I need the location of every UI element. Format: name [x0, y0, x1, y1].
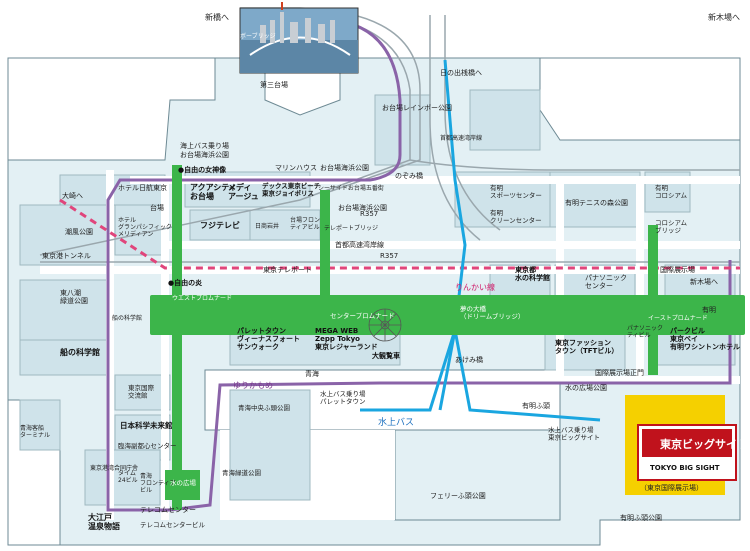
label-nikko: 日商岩井 [255, 222, 279, 230]
label-kokusai-seimon: 国際展示場正門 [595, 368, 644, 377]
label-grand-pacific: ホテルグランパシフィックメリディアン [118, 217, 172, 238]
label-yurikamome: ゆりかもめ [233, 381, 273, 390]
label-aquacity: アクアシティお台場 [190, 182, 237, 201]
yurikamome-line[interactable] [106, 18, 732, 512]
label-ariake-futo-koen: 有明ふ頭公園 [620, 513, 662, 522]
label-mizu-no-hiroba: 水の広場 [170, 478, 197, 487]
label-bigsight-sub: （東京国際展示場） [640, 483, 703, 492]
label-shuto-wangan: 首都高速湾岸線 [440, 134, 482, 142]
label-telepo-bridge: テレポートブリッジ [324, 224, 378, 232]
label-hotel-nikko: ホテル日航東京 [118, 183, 167, 192]
label-hinode: 日の出桟橋へ [440, 68, 482, 77]
label-center-promenade: センタープロムナード [330, 311, 395, 320]
label-kaijo-bus-mid: 水上バス乗り場パレットタウン [320, 389, 366, 406]
label-bigsight-logo: 東京ビッグサイト [660, 437, 748, 451]
photo-skyline [260, 12, 335, 43]
water-bus-route[interactable] [360, 59, 601, 422]
label-bigsight-en: TOKYO BIG SIGHT [650, 464, 720, 472]
label-aomi-chuo: 青海中央ふ頭公園 [238, 403, 290, 412]
label-miraikan: 東京都水の科学館 [515, 265, 550, 282]
label-colosseum-bridge: コロシアムブリッジ [655, 219, 688, 235]
label-akemi: あけみ橋 [455, 355, 483, 364]
label-ariake: 有明 [702, 305, 716, 314]
label-ferris: 大観覧車 [372, 351, 400, 360]
label-park-bldg: パークビル東京ベイ有明ワシントンホテル [670, 326, 740, 351]
label-daiba: 台場 [150, 203, 164, 212]
label-panasonic: パナソニックセンター [585, 274, 627, 290]
label-palette: パレットタウンヴィーナスフォートサンウォーク [237, 326, 300, 351]
label-telecom-bldg: テレコムセンタービル [140, 520, 206, 529]
label-aomi: 青海 [305, 369, 319, 378]
label-fune-kagakukan: 船の科学館 [60, 347, 100, 357]
label-fune-line: 船の科学館 [112, 314, 142, 322]
label-shiokaze: 潮風公園 [65, 227, 93, 236]
label-odaiba-kaihin-koen2: お台場海浜公園 [320, 163, 369, 172]
label-kaijo-bus-right: 水上バス乗り場東京ビッグサイト [548, 425, 600, 442]
label-dream-bridge: 夢の大橋（ドリームブリッジ） [460, 304, 524, 321]
label-rinkai-fukutoshin: 臨海副都心センター [118, 441, 177, 450]
label-odaiba-kaihin-koen-top: お台場海浜公園 [180, 150, 229, 159]
ferris-wheel-icon [368, 308, 402, 342]
label-ariake-tennis: 有明テニスの森公園 [565, 198, 628, 207]
label-ariake-colosseum: 有明コロシアム [655, 183, 688, 200]
rinkai-line[interactable] [59, 198, 740, 270]
label-west-promenade: ウエストプロムナード [172, 294, 232, 302]
label-higashi-yashio: 東八潮緑道公園 [60, 288, 88, 305]
label-shuto-bay: 首都高速湾岸線 [335, 240, 384, 249]
label-ferry-koen: フェリーふ頭公園 [430, 492, 486, 500]
label-decks: デックス東京ビーチ東京ジョイポリス [262, 181, 321, 198]
city-blocks [19, 89, 736, 506]
label-osaki: 大崎へ [62, 191, 83, 200]
label-aomi-frontier: 青海フロンティアビル [140, 472, 176, 494]
label-aomi-ferry: 青海客船ターミナル [20, 424, 50, 439]
label-r357b: R357 [380, 252, 398, 260]
promenades[interactable] [150, 165, 745, 510]
label-kokusai-tenjijo: 国際展示場 [660, 265, 695, 274]
label-ariake-sports: 有明スポーツセンター [490, 183, 542, 200]
label-panasonic2: パナソニックティビル [627, 325, 663, 339]
label-kaijo-bus: 水上バス [378, 416, 414, 428]
label-rainbow-promenade: お台場レインボー公園 [382, 103, 452, 112]
label-mediage: メディアージュ [228, 182, 259, 201]
label-kokusai-koryu: 東京国際交流館 [128, 383, 155, 400]
label-seaside: シーサイドお台場五番街 [318, 184, 384, 192]
label-daisan-daiba: 第三台場 [260, 80, 288, 89]
label-kaijo-bus-top: 海上バス乗り場 [180, 141, 229, 150]
label-ariake-clean: 有明クリーンセンター [490, 208, 542, 225]
label-mizu-hiroba: 水の広場公園 [565, 383, 607, 392]
label-tokyo-tunnel: 東京港トンネル [42, 251, 91, 260]
water-north [7, 57, 216, 161]
label-shinkiba: 新木場へ [690, 277, 718, 286]
label-tokyo-kowan: 東京港湾合同庁舎 [90, 464, 138, 472]
label-daiba-frontier: 台場フロンティアビル [290, 216, 320, 231]
label-marine-house: マリンハウス [275, 164, 317, 172]
big-sight-logo-red [642, 429, 732, 457]
label-shinbashi: 新橋へ [205, 12, 229, 22]
label-east-promenade: イーストプロムナード [648, 315, 708, 322]
label-nomi: のぞみ橋 [395, 171, 423, 180]
label-aomi-ryokudo: 青海緑道公園 [222, 468, 261, 477]
photo-bridge [249, 36, 351, 56]
label-jiyu-no-honoo: ●自由の炎 [168, 278, 202, 287]
label-ariake-futo: 有明ふ頭 [522, 401, 550, 410]
label-fashion-town: 東京ファッションタウン（TFTビル） [555, 338, 618, 355]
label-rinkai-line: りんかい線 [455, 282, 495, 292]
label-telecom-center: テレコムセンター [140, 505, 196, 514]
label-shinkiba-top: 新木場へ [708, 12, 740, 22]
label-fuji-tv: フジテレビ [200, 220, 240, 230]
label-r357a: R357 [360, 210, 378, 218]
label-nihon-kagaku: 日本科学未来館 [120, 420, 173, 430]
photo-water [240, 40, 358, 73]
photo-caption: レインボーブリッジ [222, 32, 276, 40]
label-tokyo-teleport: 東京テレポート [263, 265, 312, 274]
label-odaiba-kaihin-koen3: お台場海浜公園 [338, 203, 387, 212]
label-ooedo: 大江戸温泉物語 [88, 512, 120, 531]
label-jiyu-no-megami: ●自由の女神像 [178, 165, 227, 174]
